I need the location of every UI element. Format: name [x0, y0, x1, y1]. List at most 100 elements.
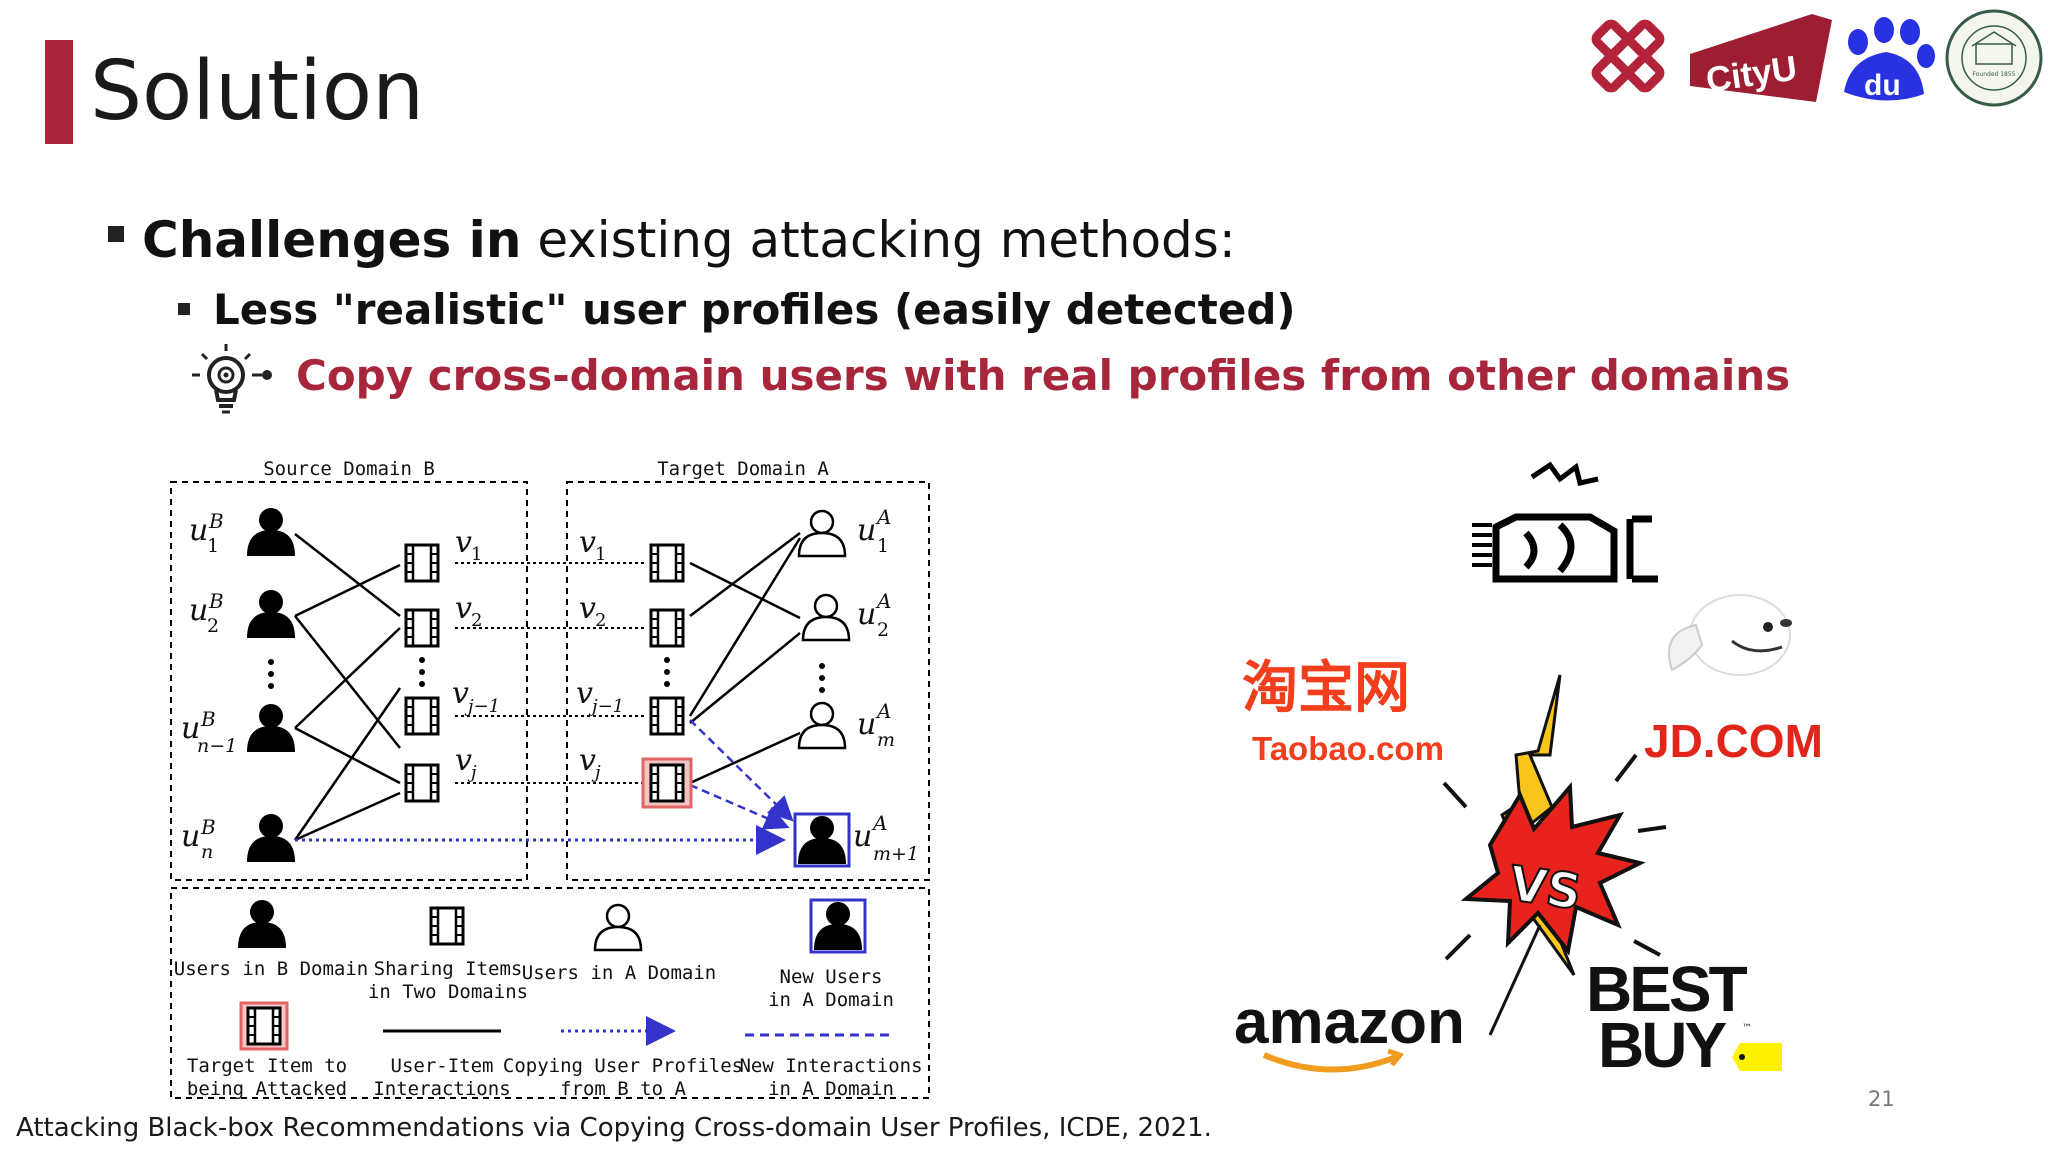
svg-text:Founded 1855: Founded 1855	[1973, 71, 2016, 78]
svg-text:v: v	[455, 591, 472, 626]
amazon-smile-icon	[1262, 1052, 1398, 1073]
legend-film-icon	[429, 906, 465, 946]
svg-text:1: 1	[877, 535, 889, 557]
jd-dog-mascot	[1668, 594, 1792, 676]
bullet-square	[108, 226, 124, 242]
svg-text:B: B	[208, 589, 224, 613]
svg-text:from B to A: from B to A	[560, 1078, 686, 1100]
svg-text:m: m	[877, 729, 895, 751]
interaction-lines	[293, 532, 802, 842]
target-domain-box	[566, 481, 930, 881]
svg-text:in A Domain: in A Domain	[768, 989, 894, 1011]
new-interaction-line	[689, 783, 790, 830]
bestbuy-logo-best: BEST	[1586, 953, 1748, 1025]
sub-bullet-square	[178, 303, 190, 315]
svg-text:Copying User Profiles: Copying User Profiles	[503, 1055, 743, 1077]
svg-text:v: v	[452, 676, 469, 711]
svg-text:u: u	[857, 597, 876, 632]
target-item-icon	[649, 763, 685, 803]
legend-target-item-icon	[246, 1006, 282, 1046]
svg-text:v: v	[455, 525, 472, 560]
source-user-icon	[247, 508, 295, 556]
target-user-icon	[797, 509, 847, 558]
svg-text:2: 2	[471, 610, 482, 631]
cityu-logo: CityU	[1690, 14, 1832, 102]
taobao-text: Taobao.com	[1252, 730, 1444, 767]
bestbuy-tag-icon	[1732, 1043, 1782, 1071]
vs-burst-badge: VS	[1442, 753, 1667, 961]
source-domain-title: Source Domain B	[263, 458, 435, 480]
svg-text:being Attacked: being Attacked	[187, 1078, 347, 1100]
svg-text:u: u	[857, 707, 876, 742]
source-user-icon	[247, 590, 295, 638]
svg-text:A: A	[875, 589, 891, 613]
amazon-logo-text: amazon	[1234, 988, 1465, 1057]
attack-diagram: Source Domain B Target Domain A	[170, 458, 930, 1100]
svg-text:User-Item: User-Item	[391, 1055, 494, 1077]
source-user-icon	[247, 704, 295, 752]
svg-text:n: n	[201, 841, 213, 863]
polyu-logo	[1591, 19, 1665, 93]
msu-seal: Founded 1855	[1945, 9, 2043, 107]
svg-text:j−1: j−1	[588, 696, 624, 717]
item-correspondence-lines	[455, 562, 647, 784]
svg-text:u: u	[189, 513, 208, 548]
svg-text:2: 2	[877, 619, 889, 641]
svg-text:B: B	[200, 707, 216, 731]
svg-text:Interactions: Interactions	[373, 1078, 510, 1100]
target-user-icon	[797, 701, 847, 750]
vs-text: VS	[1506, 856, 1585, 921]
svg-text:New Users: New Users	[780, 966, 883, 988]
svg-text:B: B	[208, 509, 224, 533]
svg-text:u: u	[857, 513, 876, 548]
svg-text:u: u	[189, 593, 208, 628]
svg-text:in Two Domains: in Two Domains	[368, 981, 528, 1003]
svg-text:Users in B Domain: Users in B Domain	[174, 958, 368, 980]
bullet-less-realistic: Less "realistic" user profiles (easily d…	[213, 285, 1296, 334]
fist-logo	[1472, 461, 1658, 583]
svg-text:A: A	[875, 699, 891, 723]
svg-text:Target Item to: Target Item to	[187, 1055, 347, 1077]
legend-user-b-icon	[238, 900, 286, 948]
svg-text:2: 2	[595, 610, 606, 631]
svg-text:u: u	[181, 711, 200, 746]
svg-text:2: 2	[207, 615, 219, 637]
svg-text:v: v	[579, 591, 596, 626]
svg-text:n−1: n−1	[197, 735, 237, 757]
svg-text:m+1: m+1	[873, 843, 919, 865]
university-logos: CityU du Founded 1855	[1591, 9, 2043, 107]
title-accent-bar	[45, 40, 73, 144]
citation-caption: Attacking Black-box Recommendations via …	[16, 1113, 1212, 1143]
source-user-icon	[247, 814, 295, 862]
target-user-icon	[801, 593, 851, 642]
svg-text:1: 1	[471, 544, 482, 565]
svg-text:j: j	[591, 762, 601, 783]
legend-box	[170, 887, 930, 1099]
svg-text:v: v	[455, 743, 472, 778]
film-item-icon	[404, 608, 440, 648]
film-item-icon	[404, 696, 440, 736]
source-domain-box	[170, 481, 528, 881]
film-item-icon	[404, 763, 440, 803]
baidu-text: du	[1864, 69, 1901, 102]
svg-text:1: 1	[595, 544, 606, 565]
svg-text:B: B	[200, 815, 216, 839]
svg-text:j: j	[467, 762, 477, 783]
film-item-icon	[649, 543, 685, 583]
svg-text:Users in A Domain: Users in A Domain	[522, 962, 716, 984]
svg-text:Sharing Items: Sharing Items	[374, 958, 523, 980]
svg-text:™: ™	[1742, 1023, 1752, 1034]
film-item-icon	[404, 543, 440, 583]
lightbulb-idea-icon	[192, 344, 272, 414]
svg-text:v: v	[579, 525, 596, 560]
slide-title: Solution	[90, 44, 425, 139]
legend-user-a-icon	[593, 903, 643, 952]
taobao-chinese-logo: 淘宝网	[1242, 656, 1410, 721]
new-interaction-line	[689, 719, 794, 822]
film-item-icon	[649, 608, 685, 648]
bullet-challenges: Challenges in existing attacking methods…	[142, 211, 1236, 269]
svg-text:u: u	[181, 819, 200, 854]
svg-text:in A Domain: in A Domain	[768, 1078, 894, 1100]
brand-collage: 淘宝网 Taobao.com JD.COM VS amazon BEST BUY…	[1234, 461, 1823, 1081]
film-item-icon	[649, 696, 685, 736]
